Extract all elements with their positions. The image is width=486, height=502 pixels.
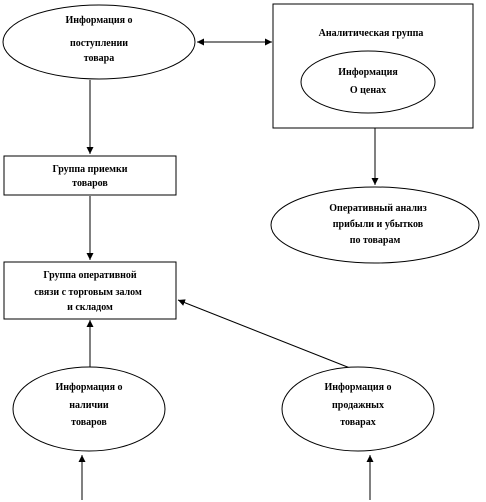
node-analytic-group: Аналитическая группа Информация О ценах (272, 3, 474, 129)
node-price-info: Информация О ценах (300, 50, 436, 114)
profit-analysis-line-3: по товарам (350, 235, 401, 246)
receiving-group-line-2: товаров (72, 178, 108, 189)
arrival-info-line-1: Информация о (65, 15, 132, 26)
node-operational-group: Группа оперативной связи с торговым зало… (3, 261, 177, 320)
operational-group-line-3: и складом (67, 302, 113, 313)
sales-info-line-2: продажных (332, 400, 384, 411)
analytic-group-title: Аналитическая группа (319, 28, 424, 39)
node-sales-info: Информация о продажных товарах (281, 366, 435, 452)
stock-info-line-2: наличии (69, 400, 109, 411)
edge-sales-operational (177, 299, 351, 369)
receiving-group-line-1: Группа приемки (52, 164, 127, 175)
price-info-line-2: О ценах (350, 85, 386, 96)
node-receiving-group: Группа приемки товаров (3, 155, 177, 196)
profit-analysis-line-1: Оперативный анализ (329, 203, 426, 214)
arrival-info-line-3: товара (84, 53, 115, 64)
sales-info-line-1: Информация о (324, 382, 391, 393)
operational-group-line-2: связи с торговым залом (34, 287, 142, 298)
stock-info-line-1: Информация о (55, 382, 122, 393)
node-profit-analysis: Оперативный анализ прибыли и убытков по … (270, 186, 480, 264)
node-stock-info: Информация о наличии товаров (12, 366, 166, 452)
operational-group-line-1: Группа оперативной (43, 270, 137, 281)
price-info-line-1: Информация (338, 67, 398, 78)
node-arrival-info: Информация о поступлении товара (2, 4, 196, 80)
arrival-info-line-2: поступлении (70, 38, 128, 49)
stock-info-line-3: товаров (71, 417, 107, 428)
sales-info-line-3: товарах (340, 417, 376, 428)
profit-analysis-line-2: прибыли и убытков (333, 219, 424, 230)
